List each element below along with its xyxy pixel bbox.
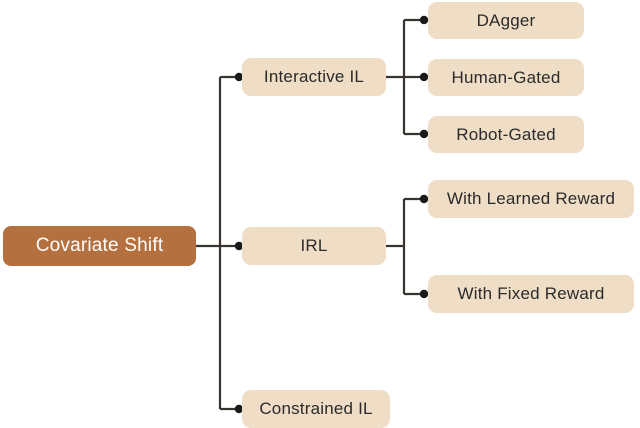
node-human-gated[interactable]: Human-Gated bbox=[428, 59, 584, 96]
node-robot-gated[interactable]: Robot-Gated bbox=[428, 116, 584, 153]
node-dagger[interactable]: DAgger bbox=[428, 2, 584, 39]
edge-dot-with-learned-reward bbox=[419, 194, 429, 204]
node-with-fixed-reward[interactable]: With Fixed Reward bbox=[428, 275, 634, 313]
node-label-covariate-shift: Covariate Shift bbox=[35, 235, 164, 256]
node-label-irl: IRL bbox=[300, 236, 328, 255]
node-label-human-gated: Human-Gated bbox=[451, 67, 561, 87]
node-with-learned-reward[interactable]: With Learned Reward bbox=[428, 180, 634, 218]
edge-dot-dagger bbox=[419, 15, 429, 25]
node-label-dagger: DAgger bbox=[476, 10, 536, 30]
node-label-with-learned-reward: With Learned Reward bbox=[446, 189, 616, 208]
edge-dot-human-gated bbox=[419, 72, 429, 82]
node-interactive-il[interactable]: Interactive IL bbox=[242, 58, 386, 96]
node-label-with-fixed-reward: With Fixed Reward bbox=[457, 284, 605, 303]
node-label-robot-gated: Robot-Gated bbox=[456, 124, 556, 144]
node-constrained-il[interactable]: Constrained IL bbox=[242, 390, 390, 428]
edge-dot-robot-gated bbox=[419, 129, 429, 139]
node-label-interactive-il: Interactive IL bbox=[263, 67, 365, 86]
node-covariate-shift[interactable]: Covariate Shift bbox=[3, 226, 196, 266]
node-irl[interactable]: IRL bbox=[242, 227, 386, 265]
edge-dot-with-fixed-reward bbox=[419, 289, 429, 299]
node-label-constrained-il: Constrained IL bbox=[259, 399, 373, 418]
